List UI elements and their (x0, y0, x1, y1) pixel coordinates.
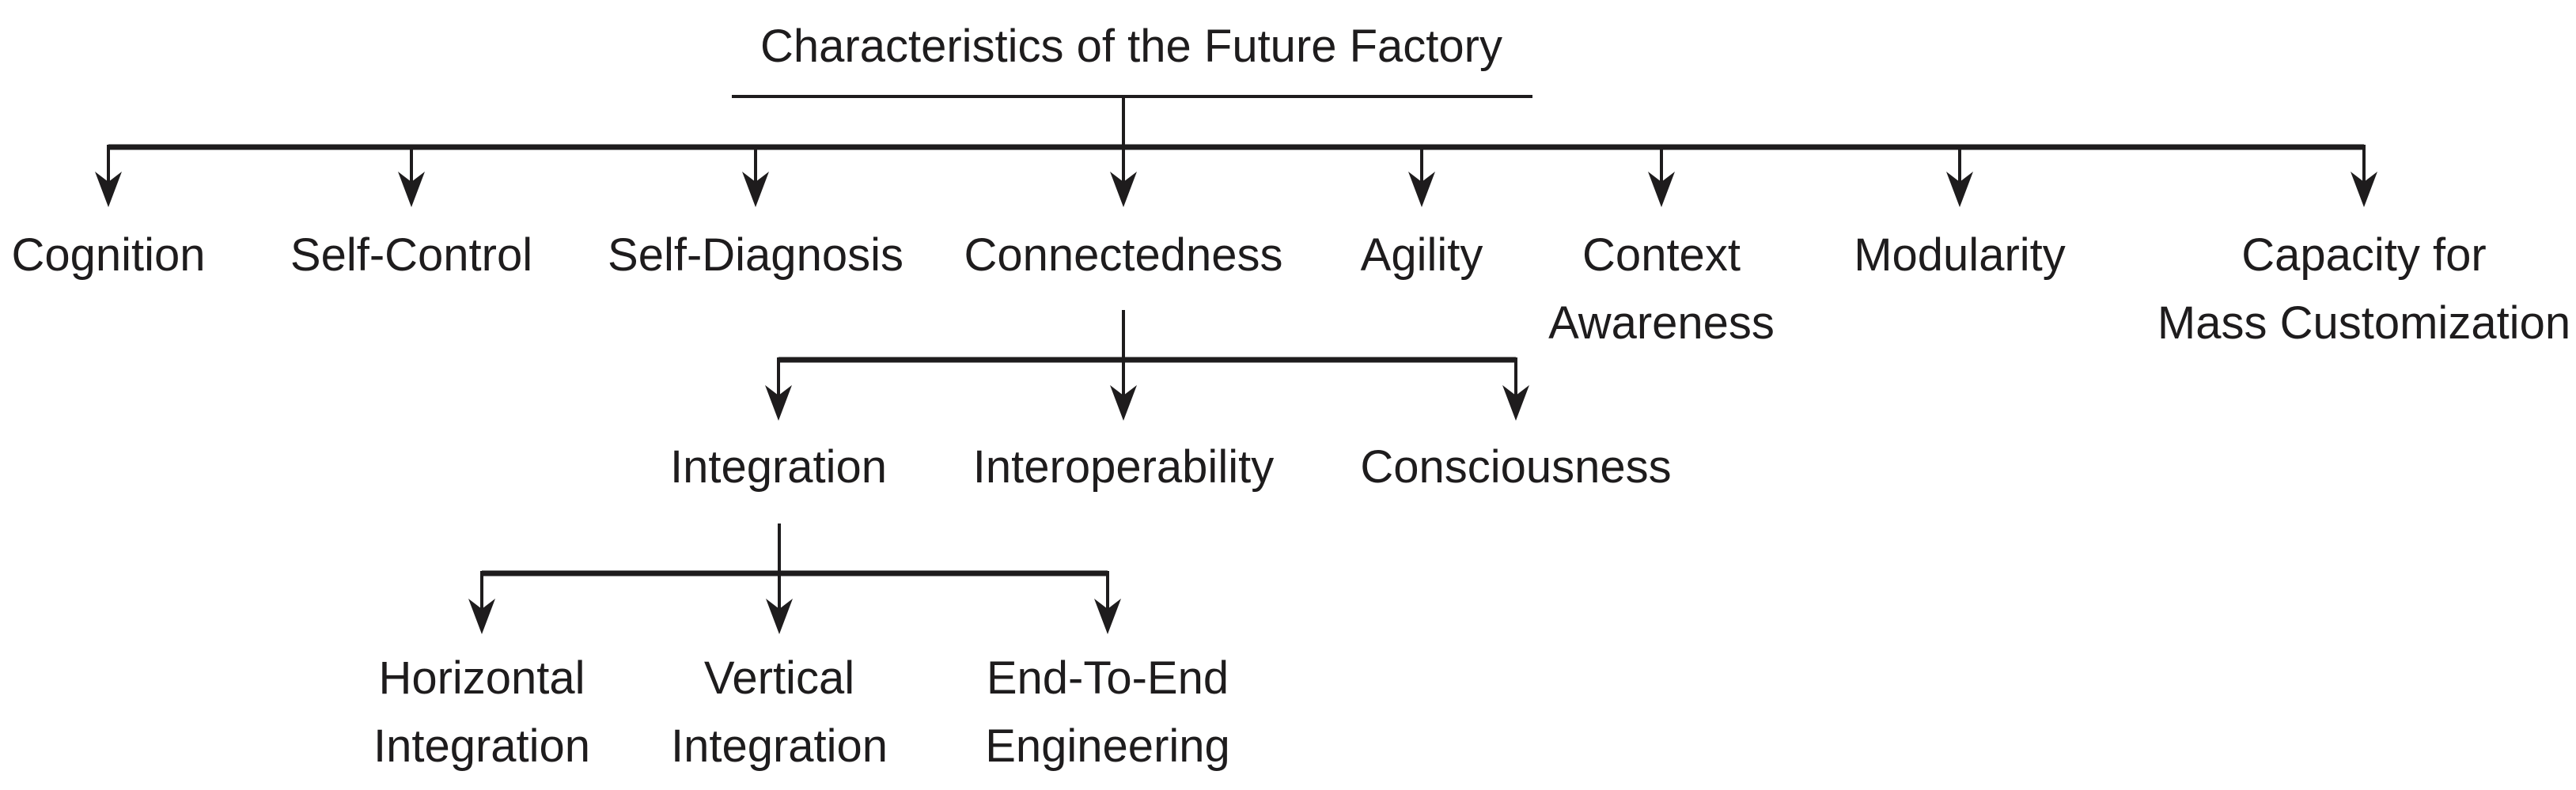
label-line: Capacity for (2241, 229, 2487, 281)
label-line: Cognition (11, 229, 206, 281)
label-line: Integration (670, 720, 888, 772)
node-integration: Integration (670, 433, 887, 501)
arrowhead-self-diagnosis (742, 172, 769, 207)
node-capacity-for-mass-customization: Capacity for Mass Customization (2157, 221, 2570, 357)
node-horizontal-integration: Horizontal Integration (373, 644, 590, 781)
label-line: Horizontal (378, 652, 585, 704)
label-line: Consciousness (1360, 441, 1672, 493)
label-line: Interoperability (972, 441, 1275, 493)
label-line: Agility (1360, 229, 1483, 281)
label-line: Self-Control (290, 229, 533, 281)
label-line: Vertical (703, 652, 855, 704)
node-agility: Agility (1361, 221, 1483, 289)
node-self-diagnosis: Self-Diagnosis (608, 221, 903, 289)
arrowhead-modularity (1946, 172, 1973, 207)
node-consciousness: Consciousness (1360, 433, 1671, 501)
label-line: Modularity (1854, 229, 2066, 281)
diagram-title: Characteristics of the Future Factory (760, 21, 1502, 72)
label-line: Integration (373, 720, 591, 772)
arrowhead-consciousness (1502, 385, 1529, 421)
node-end-to-end-engineering: End-To-End Engineering (985, 644, 1230, 781)
label-line: Context (1582, 229, 1741, 281)
arrowhead-self-control (398, 172, 425, 207)
label-line: Self-Diagnosis (608, 229, 903, 281)
arrowhead-horizontal-integration (468, 599, 495, 634)
arrowhead-interoperability (1110, 385, 1137, 421)
arrowhead-cognition (95, 172, 122, 207)
arrowhead-agility (1408, 172, 1435, 207)
arrowhead-end-to-end-engineering (1094, 599, 1121, 634)
node-modularity: Modularity (1854, 221, 2066, 289)
label-line: End-To-End (986, 652, 1229, 704)
node-vertical-integration: Vertical Integration (671, 644, 888, 781)
arrowhead-context-awareness (1648, 172, 1675, 207)
label-line: Mass Customization (2157, 297, 2571, 349)
label-line: Engineering (985, 720, 1230, 772)
label-line: Integration (669, 441, 888, 493)
label-line: Connectedness (964, 229, 1283, 281)
node-connectedness: Connectedness (964, 221, 1282, 289)
arrowhead-integration (765, 385, 792, 421)
node-cognition: Cognition (11, 221, 205, 289)
node-context-awareness: Context Awareness (1548, 221, 1775, 357)
label-line: Awareness (1548, 297, 1775, 349)
arrowhead-vertical-integration (766, 599, 793, 634)
node-self-control: Self-Control (290, 221, 532, 289)
arrowhead-capacity-for-mass-customization (2351, 172, 2377, 207)
node-interoperability: Interoperability (973, 433, 1274, 501)
arrowhead-connectedness-trunk (1110, 172, 1137, 207)
